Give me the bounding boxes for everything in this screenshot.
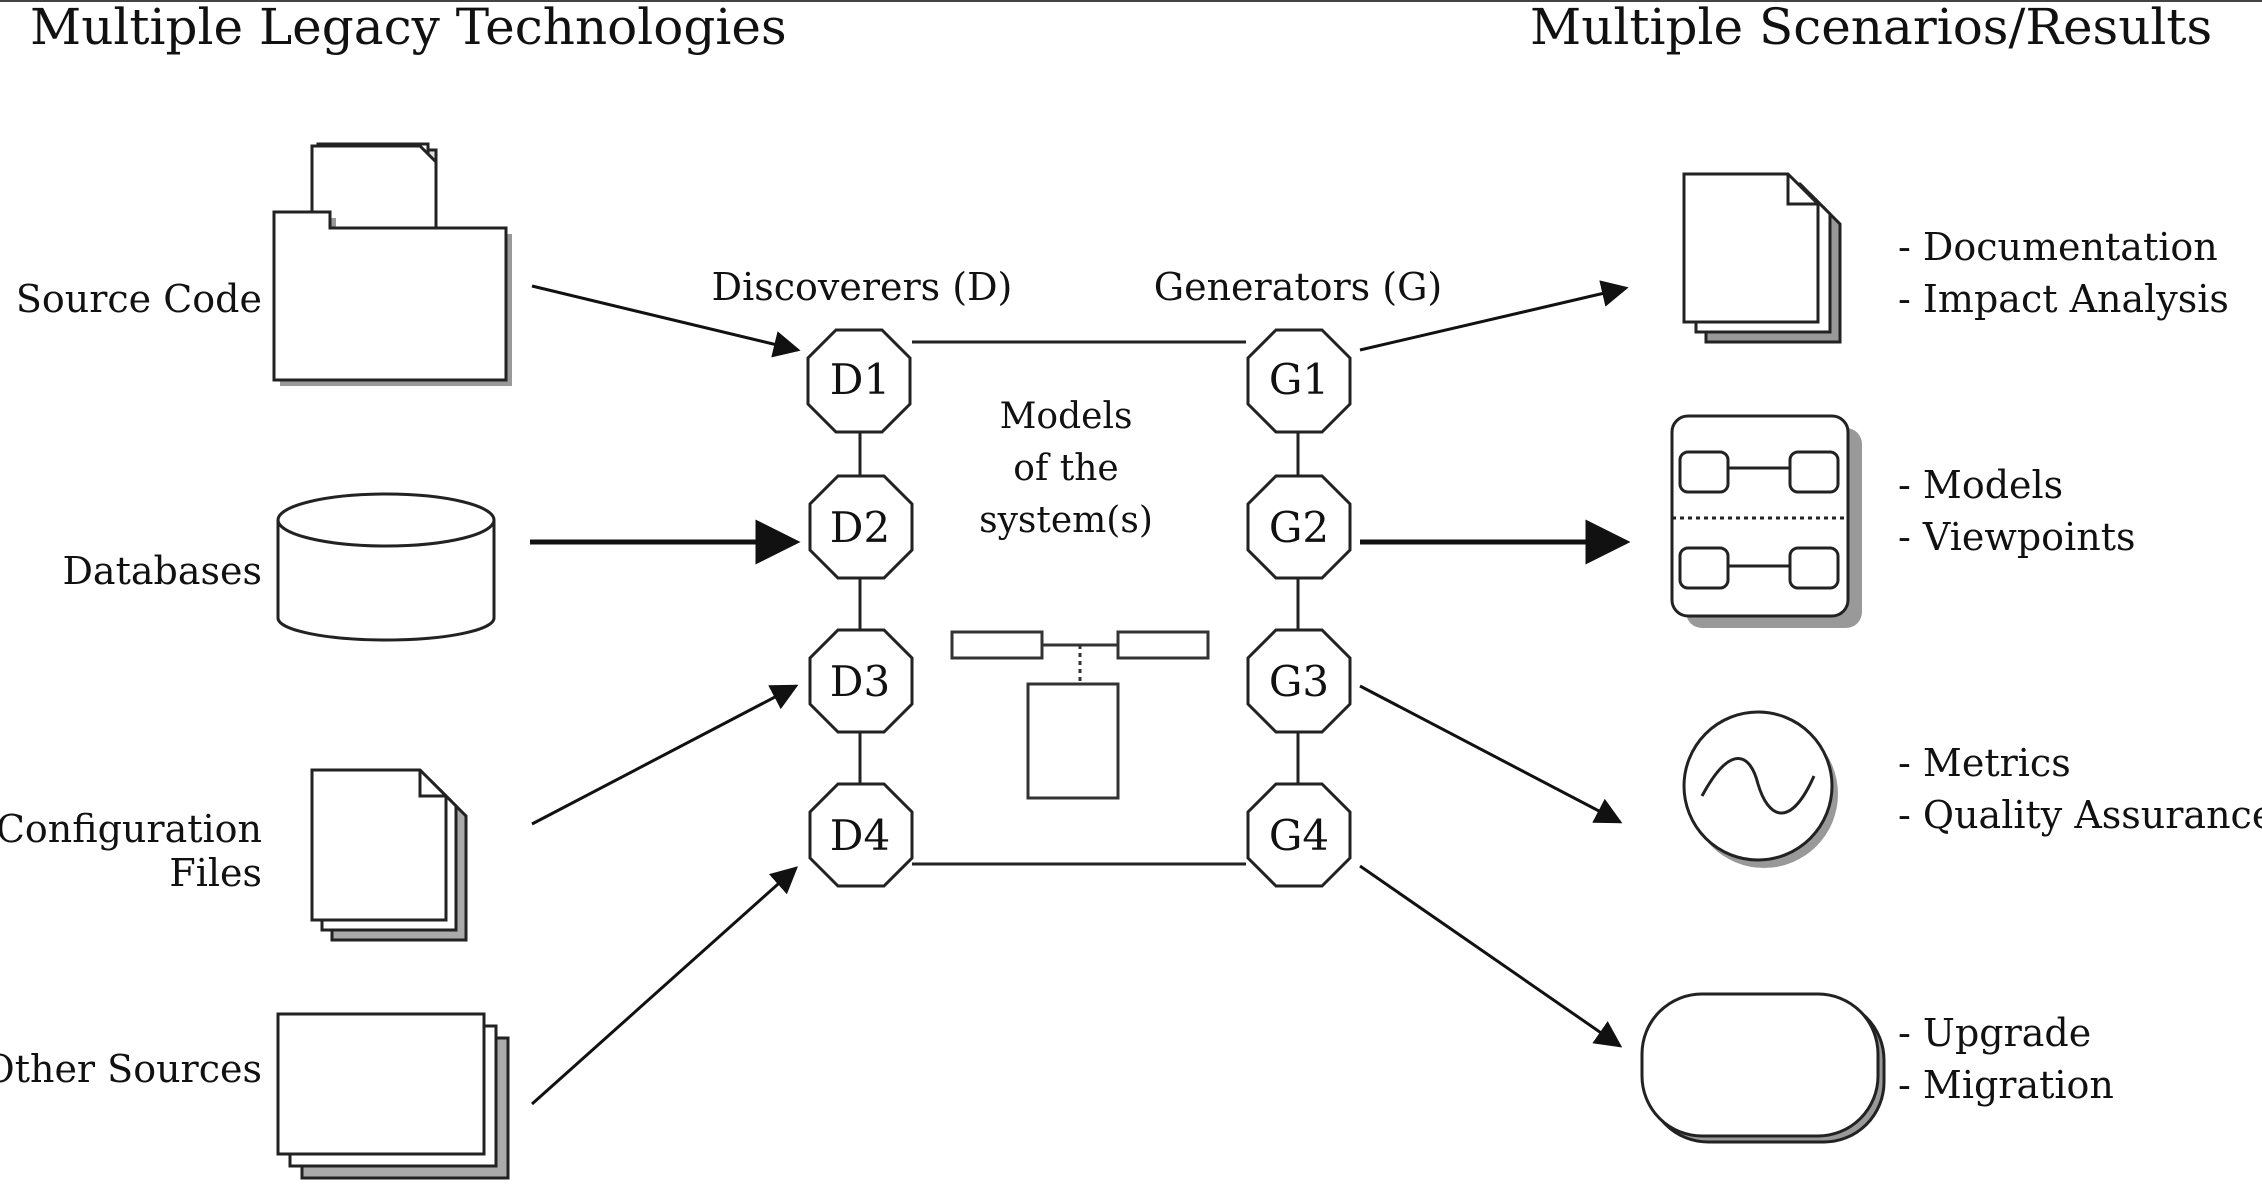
discoverer-node-d4: D4: [808, 782, 914, 888]
documentation-text: - Documentation: [1898, 225, 2218, 269]
migration-text: - Migration: [1898, 1063, 2114, 1107]
metrics-text: - Metrics: [1898, 741, 2071, 785]
models-text-1: Models: [1000, 396, 1133, 437]
left-header: Multiple Legacy Technologies: [30, 0, 787, 56]
g2-label: G2: [1269, 503, 1329, 552]
generator-node-g2: G2: [1246, 474, 1352, 580]
generator-node-g1: G1: [1246, 328, 1352, 434]
upgrade-text: - Upgrade: [1898, 1011, 2091, 1055]
class-diagram-icon: [950, 630, 1210, 800]
waveform-icon: [1682, 710, 1838, 868]
g1-label: G1: [1269, 355, 1329, 404]
generators-title: Generators (G): [1154, 265, 1443, 309]
right-header: Multiple Scenarios/Results: [1530, 0, 2212, 56]
impact-analysis-text: - Impact Analysis: [1898, 277, 2229, 321]
g4-label: G4: [1269, 811, 1329, 860]
databases-label: Databases: [62, 549, 262, 593]
viewpoints-text: - Viewpoints: [1898, 515, 2135, 559]
generator-node-g3: G3: [1246, 628, 1352, 734]
config-files-label-2: Files: [169, 851, 262, 895]
folder-icon: [272, 142, 512, 386]
config-files-label-1: Configuration: [0, 807, 262, 851]
discoverer-node-d2: D2: [808, 474, 914, 580]
page-stack-icon: [276, 1012, 510, 1180]
input-arrows: [530, 284, 801, 1106]
document-stack-icon: [1682, 172, 1842, 344]
models-result-text: - Models: [1898, 463, 2063, 507]
g3-label: G3: [1269, 657, 1329, 706]
rounded-box-icon: [1640, 992, 1886, 1144]
generator-node-g4: G4: [1246, 782, 1352, 888]
discoverer-node-d1: D1: [806, 328, 912, 434]
d1-label: D1: [830, 355, 890, 404]
model-view-icon: [1670, 414, 1862, 628]
other-sources-label: Other Sources: [0, 1047, 262, 1091]
file-stack-icon: [310, 768, 468, 942]
d2-label: D2: [830, 503, 890, 552]
d4-label: D4: [830, 811, 890, 860]
quality-assurance-text: - Quality Assurance: [1898, 793, 2262, 837]
source-code-label: Source Code: [16, 277, 262, 321]
discoverers-title: Discoverers (D): [712, 265, 1013, 309]
output-arrows: [1359, 280, 1631, 1048]
models-text-2: of the: [1013, 448, 1118, 489]
models-text-3: system(s): [979, 500, 1153, 541]
discoverer-node-d3: D3: [808, 628, 914, 734]
database-icon: [276, 492, 496, 642]
d3-label: D3: [830, 657, 890, 706]
